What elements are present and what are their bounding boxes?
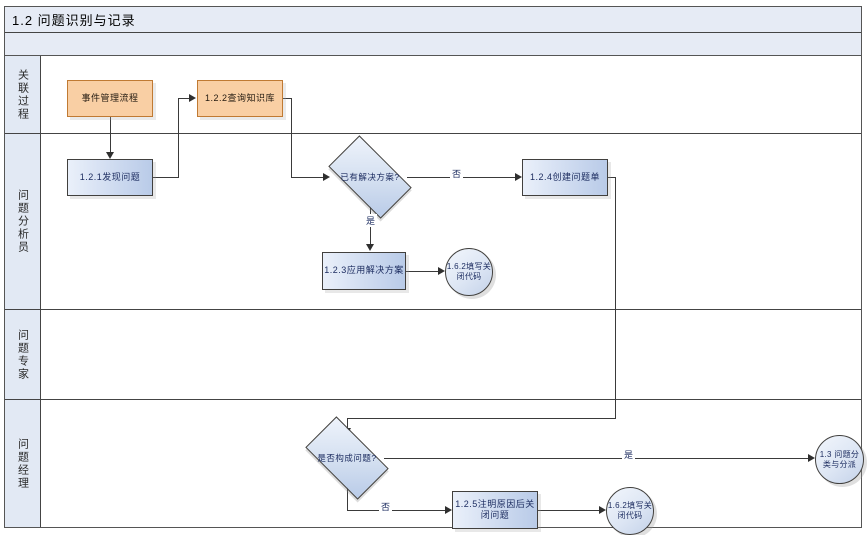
arrow-into-125 (445, 506, 452, 514)
lane-body-problem-expert (41, 310, 861, 400)
edge-125-to-close-code-h (538, 510, 601, 511)
arrow-into-close-code-a (438, 267, 445, 275)
node-label-1-2-5: 1.2.5注明原因后关闭问题 (455, 498, 535, 520)
edge-124-out-v (615, 177, 616, 310)
edge-123-to-close-code-h (406, 271, 440, 272)
decision-has-solution[interactable]: 已有解决方案? (328, 135, 412, 219)
page-title: 1.2 问题识别与记录 (12, 13, 136, 28)
arrow-into-124 (515, 173, 522, 181)
node-1-2-5-close-with-reason[interactable]: 1.2.5注明原因后关闭问题 (452, 491, 538, 529)
arrow-into-123 (366, 244, 374, 251)
edge-122-to-diamond-h (291, 177, 324, 178)
node-1-6-2-close-code-analyst[interactable]: 1.6.2填写关闭代码 (445, 248, 493, 296)
swimlane-problem-analyst: 问题分析员 1.2.1发现问题 已有解决方案? (5, 134, 861, 310)
edge-label-is-problem-yes: 是 (622, 448, 636, 461)
swimlane-problem-expert: 问题专家 (5, 310, 861, 400)
edge-label-has-solution-yes: 是 (364, 214, 378, 227)
node-1-2-4-create-ticket[interactable]: 1.2.4创建问题单 (522, 159, 608, 196)
node-label-1-6-2-b: 1.6.2填写关闭代码 (607, 501, 653, 520)
lane-label-related-process: 关联过程 (16, 68, 29, 121)
edge-label-is-problem-no: 否 (379, 500, 393, 513)
swimlane-related-process: 关联过程 事件管理流程 1.2.2查询知识库 (5, 56, 861, 134)
lane-label-problem-analyst: 问题分析员 (16, 189, 29, 254)
decision-label-has-solution: 已有解决方案? (340, 171, 400, 182)
decision-label-is-problem: 是否构成问题? (317, 452, 377, 463)
edge-124-into-manager-v (615, 400, 616, 418)
node-incident-process[interactable]: 事件管理流程 (67, 80, 153, 117)
edge-124-out-h (608, 177, 616, 178)
swimlane-container: 关联过程 事件管理流程 1.2.2查询知识库 (5, 56, 864, 535)
edge-121-right-h (153, 177, 179, 178)
lane-label-problem-expert: 问题专家 (16, 328, 29, 381)
edge-incident-to-121-v1 (110, 117, 111, 134)
node-1-6-2-close-code-manager[interactable]: 1.6.2填写关闭代码 (606, 487, 654, 535)
node-label-1-6-2-a: 1.6.2填写关闭代码 (446, 262, 492, 281)
node-1-2-1-discover-problem[interactable]: 1.2.1发现问题 (67, 159, 153, 196)
diagram-title-bar: 1.2 问题识别与记录 (5, 7, 861, 33)
node-label-incident-process: 事件管理流程 (81, 92, 139, 103)
arrow-into-close-code-b (599, 506, 606, 514)
arrow-into-has-solution (323, 173, 330, 181)
edge-121-to-122-v (178, 98, 179, 134)
lane-header-problem-manager: 问题经理 (5, 400, 41, 527)
edge-122-out-h (283, 98, 292, 99)
lane-header-problem-analyst: 问题分析员 (5, 134, 41, 309)
edge-no-to-125-v (347, 480, 348, 510)
node-label-1-2-1: 1.2.1发现问题 (79, 171, 141, 182)
node-label-1-2-4: 1.2.4创建问题单 (529, 171, 601, 182)
edge-incident-to-121-v2 (110, 134, 111, 153)
lane-header-problem-expert: 问题专家 (5, 310, 41, 399)
edge-122-down-v (291, 134, 292, 177)
lane-header-related-process: 关联过程 (5, 56, 41, 133)
title-spacer-strip (5, 33, 861, 56)
lane-body-problem-manager: 是否构成问题? 是 1.3 问题分类与分派 否 1.2.5注明原因后关闭问题 (41, 400, 864, 535)
edge-yes-to-13-h (384, 458, 811, 459)
node-label-1-3: 1.3 问题分类与分派 (819, 449, 860, 469)
swimlane-problem-manager: 问题经理 是否构成问题? 是 1.3 问题分类与分派 (5, 400, 864, 535)
arrow-into-13 (808, 454, 815, 462)
edge-122-out-v (291, 98, 292, 134)
node-label-1-2-2: 1.2.2查询知识库 (204, 92, 276, 103)
decision-is-problem[interactable]: 是否构成问题? (305, 416, 389, 500)
lane-body-problem-analyst: 1.2.1发现问题 已有解决方案? 否 1 (41, 134, 861, 310)
lane-body-related-process: 事件管理流程 1.2.2查询知识库 (41, 56, 861, 134)
edge-121-to-122-h (178, 98, 190, 99)
edge-no-to-125-h (347, 510, 447, 511)
node-1-2-3-apply-solution[interactable]: 1.2.3应用解决方案 (322, 252, 406, 290)
edge-124-into-manager-h (347, 418, 616, 419)
edge-121-right-v (178, 134, 179, 177)
node-1-3-classify-dispatch[interactable]: 1.3 问题分类与分派 (815, 435, 864, 484)
arrow-into-121 (106, 152, 114, 159)
edge-into-is-problem-v (347, 418, 348, 430)
node-label-1-2-3: 1.2.3应用解决方案 (324, 265, 404, 276)
node-1-2-2-query-kb[interactable]: 1.2.2查询知识库 (197, 80, 283, 117)
edge-label-has-solution-no: 否 (450, 167, 464, 180)
edge-124-through-expert-v (615, 310, 616, 400)
arrow-into-122 (189, 94, 196, 102)
lane-label-problem-manager: 问题经理 (16, 437, 29, 490)
